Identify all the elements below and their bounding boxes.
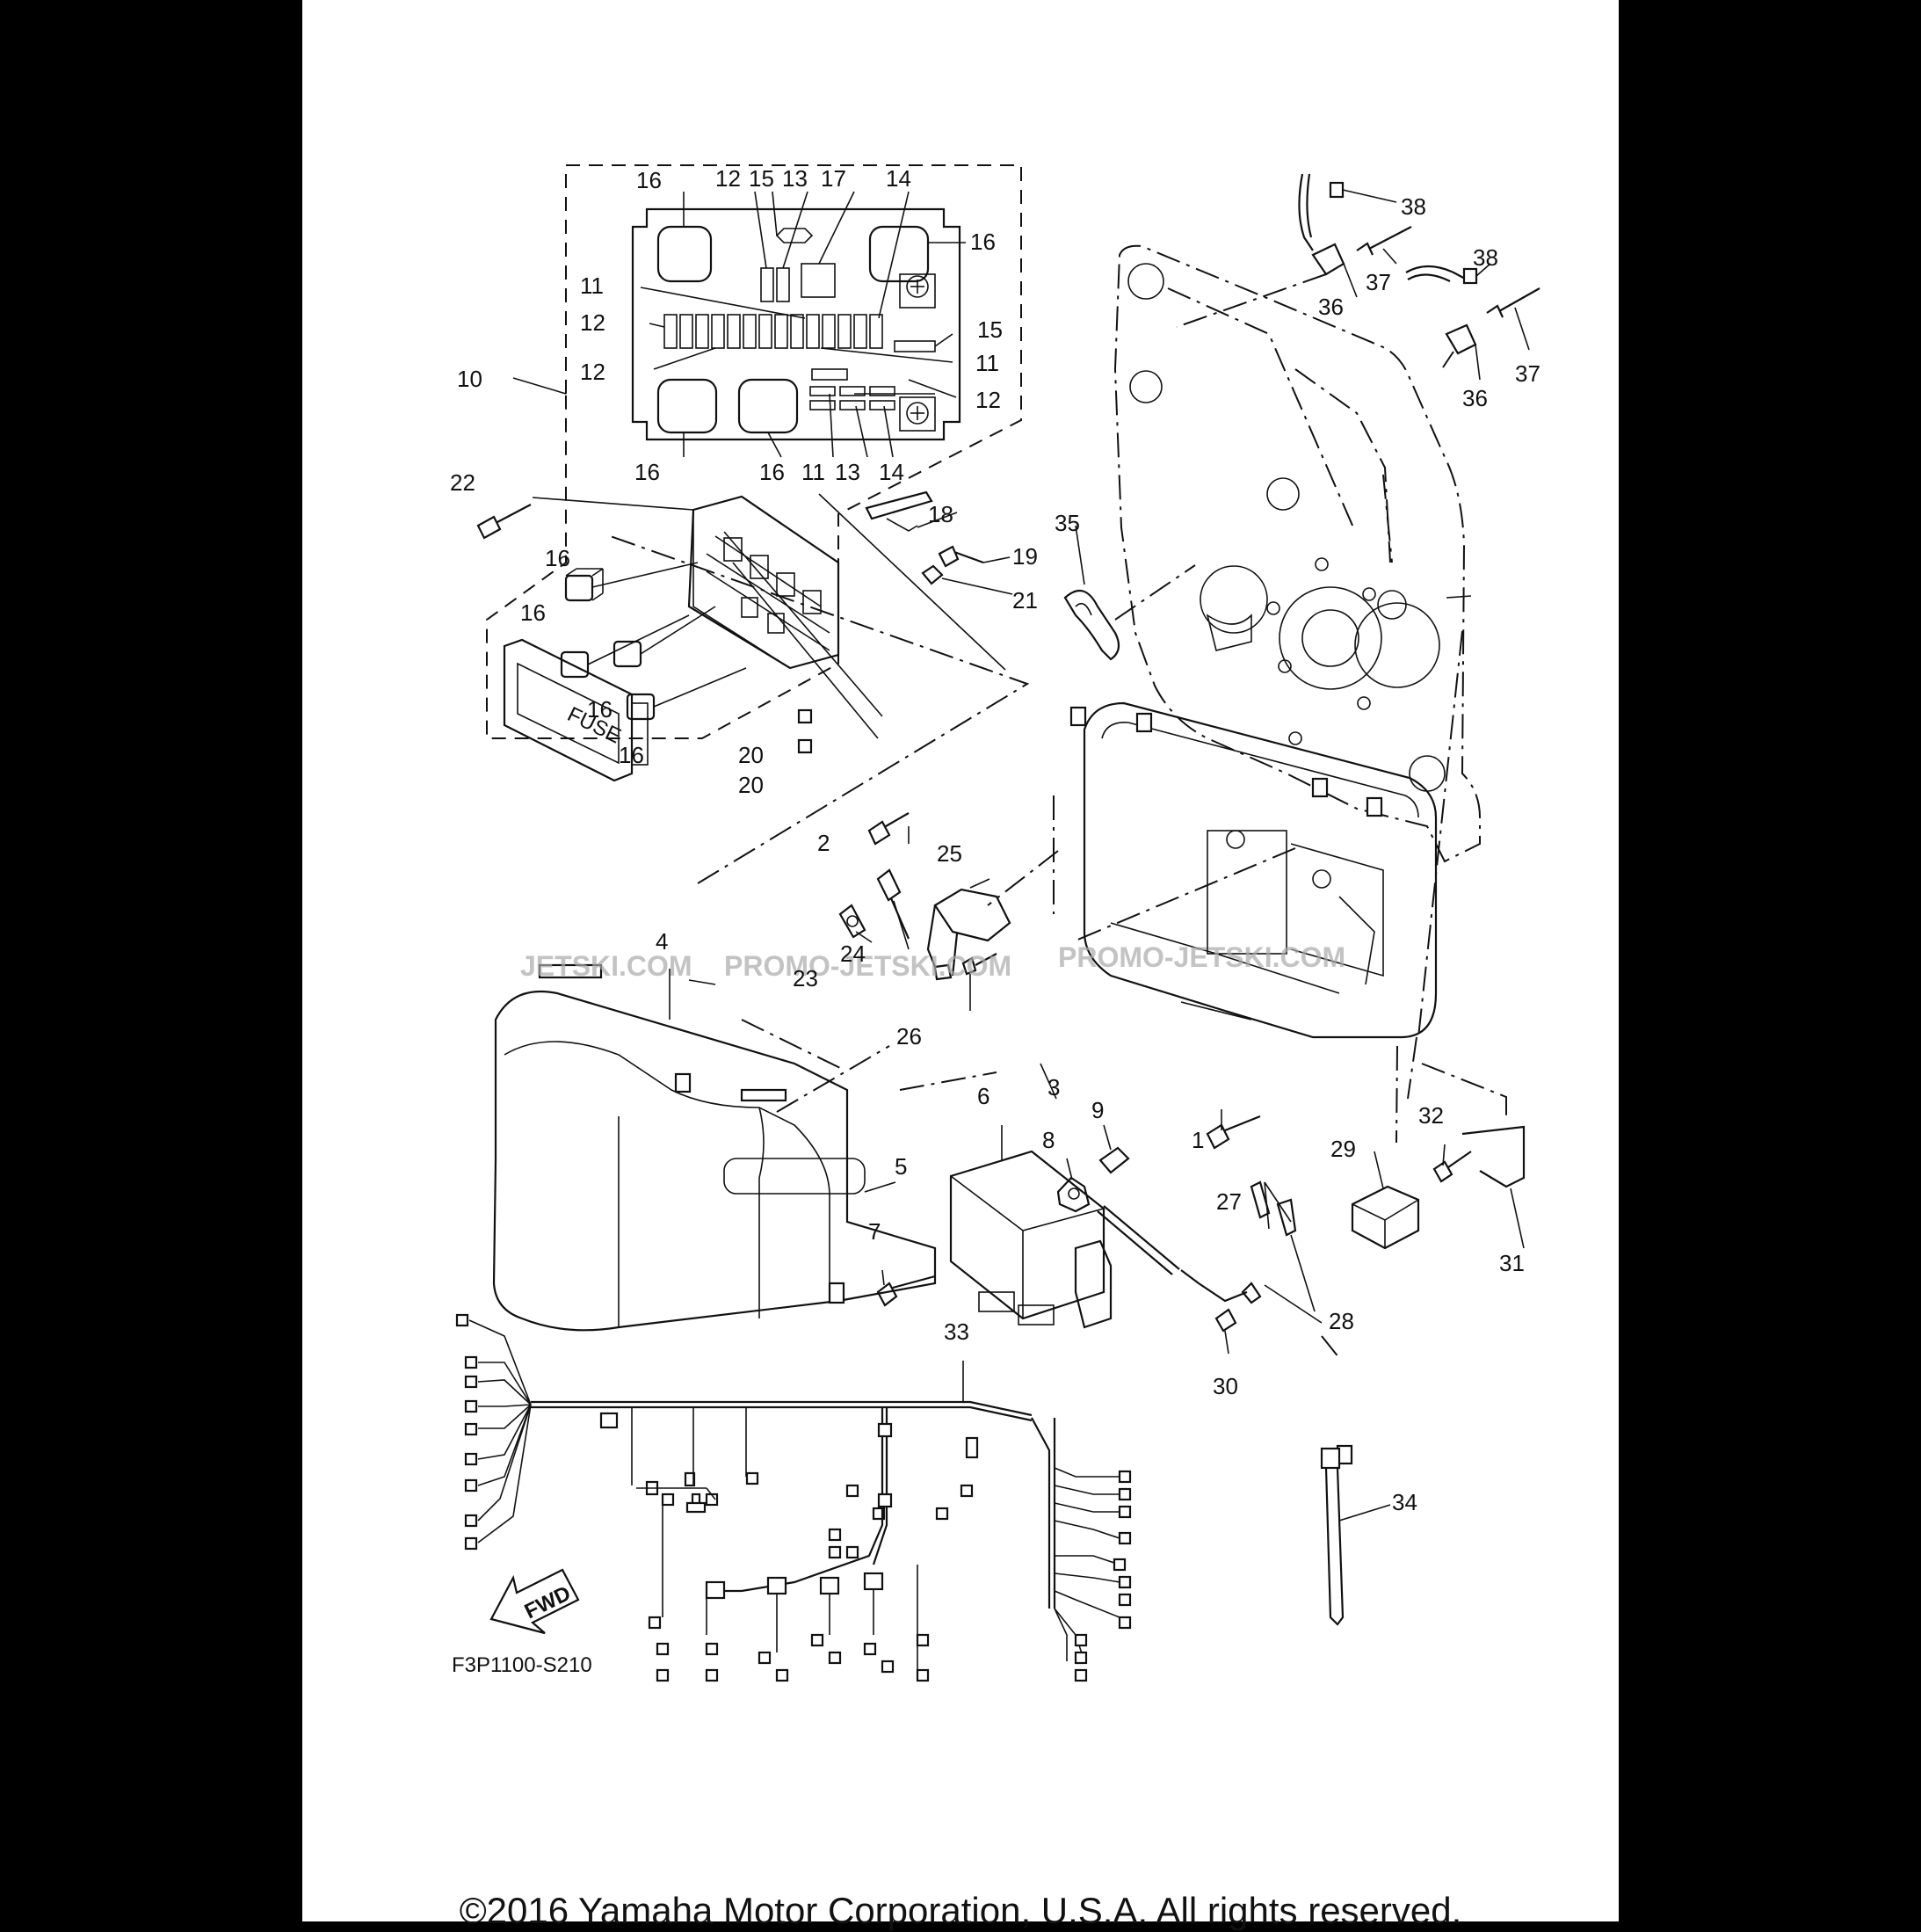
- electrical-cover: [492, 963, 937, 1332]
- callout-26: 26: [896, 1023, 922, 1050]
- callout-16: 16: [634, 459, 660, 485]
- callout-12: 12: [975, 387, 1001, 413]
- part-35: [1063, 525, 1196, 661]
- watermarks: JETSKI.COM PROMO-JETSKI.COM PROMO-JETSKI…: [520, 941, 1345, 982]
- fwd-label: FWD: [521, 1581, 575, 1623]
- callout-2: 2: [817, 830, 830, 856]
- callout-16: 16: [759, 459, 785, 485]
- phantom-links: [605, 534, 1340, 1359]
- callout-6: 6: [977, 1083, 989, 1109]
- callout-19: 19: [1012, 543, 1038, 570]
- callout-12: 12: [580, 309, 605, 336]
- callout-11: 11: [975, 350, 999, 376]
- callout-13: 13: [835, 459, 860, 485]
- callout-21: 21: [1012, 587, 1038, 614]
- callout-16: 16: [520, 599, 546, 626]
- callout-14: 14: [879, 459, 904, 485]
- callout-38: 38: [1401, 193, 1426, 220]
- callout-1: 1: [1192, 1127, 1204, 1153]
- engine-plate: [1113, 244, 1481, 863]
- callout-16: 16: [970, 229, 996, 255]
- callout-29: 29: [1330, 1136, 1356, 1162]
- callout-33: 33: [944, 1318, 969, 1345]
- callout-28: 28: [1329, 1308, 1354, 1334]
- ecu-unit: [876, 1124, 1130, 1329]
- base-tray: [688, 630, 1507, 1144]
- callout-17: 17: [821, 165, 846, 192]
- bracket-assembly: [818, 490, 1013, 671]
- callout-37: 37: [1515, 360, 1540, 387]
- callout-8: 8: [1042, 1127, 1055, 1153]
- fwd-arrow: FWD: [489, 1568, 580, 1635]
- callout-36: 36: [1462, 385, 1488, 411]
- cable-ties-top: [1176, 173, 1540, 381]
- callout-12: 12: [715, 165, 741, 192]
- watermark-3: PROMO-JETSKI.COM: [1058, 941, 1345, 973]
- callout-14: 14: [886, 165, 911, 192]
- callout-13: 13: [782, 165, 808, 192]
- diagram-sheet: FUSE: [302, 0, 1619, 1931]
- callout-30: 30: [1213, 1373, 1238, 1399]
- exploded-parts-diagram: FUSE: [450, 164, 1540, 1682]
- callout-24: 24: [840, 941, 866, 967]
- callout-16: 16: [587, 696, 613, 723]
- callout-25: 25: [937, 840, 962, 867]
- callout-numbers: 16 12 15 13 17 14 16 11 12 15 11 12 12 1…: [450, 165, 1540, 1515]
- callout-12: 12: [580, 359, 605, 385]
- callout-37: 37: [1366, 269, 1391, 295]
- callout-16: 16: [619, 742, 644, 768]
- callout-34: 34: [1392, 1489, 1417, 1515]
- callout-3: 3: [1047, 1074, 1060, 1100]
- callout-11: 11: [801, 459, 825, 485]
- callout-5: 5: [895, 1153, 907, 1180]
- callout-32: 32: [1418, 1102, 1444, 1129]
- callout-20: 20: [738, 772, 764, 798]
- copyright-caption: ©2016 Yamaha Motor Corporation, U.S.A. A…: [459, 1890, 1462, 1931]
- callout-15: 15: [749, 165, 774, 192]
- callout-27: 27: [1216, 1188, 1242, 1215]
- fuse-box-detail: FUSE: [476, 164, 1022, 782]
- callout-11: 11: [580, 272, 604, 299]
- callout-16: 16: [636, 167, 662, 193]
- callout-15: 15: [977, 316, 1003, 343]
- callout-35: 35: [1055, 510, 1080, 536]
- callout-20: 20: [738, 742, 764, 768]
- callout-10: 10: [457, 366, 482, 392]
- cable-tie-34: [1320, 1447, 1391, 1626]
- callout-18: 18: [928, 501, 953, 527]
- callout-23: 23: [793, 965, 818, 991]
- small-parts-middle: [838, 812, 1011, 1011]
- callout-9: 9: [1091, 1097, 1104, 1123]
- callout-38: 38: [1473, 244, 1498, 271]
- callout-31: 31: [1499, 1250, 1525, 1276]
- callout-7: 7: [868, 1218, 881, 1245]
- callout-4: 4: [656, 928, 668, 955]
- watermark-1: JETSKI.COM: [520, 950, 692, 982]
- right-small-parts: [1097, 1109, 1526, 1355]
- callout-16: 16: [545, 545, 570, 571]
- watermark-2: PROMO-JETSKI.COM: [724, 950, 1011, 982]
- callout-36: 36: [1318, 294, 1344, 320]
- wire-harness: [455, 1313, 1353, 1682]
- callout-22: 22: [450, 469, 475, 496]
- diagram-code: F3P1100-S210: [452, 1653, 592, 1677]
